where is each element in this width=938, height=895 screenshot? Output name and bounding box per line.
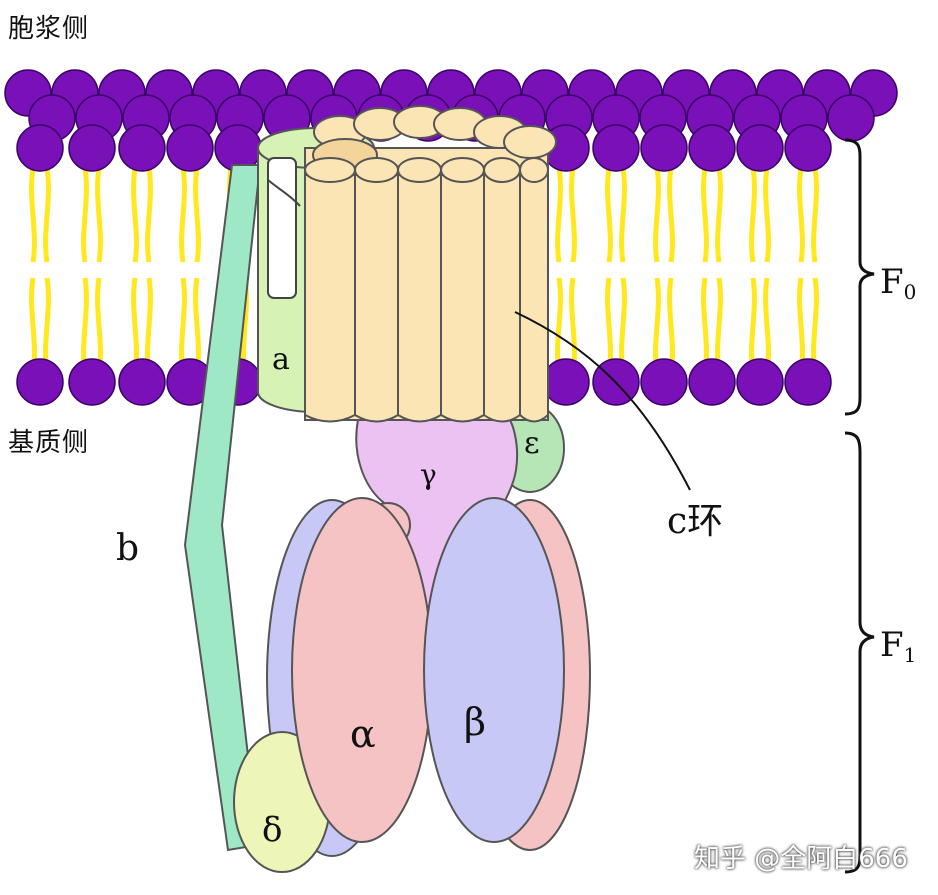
lipid-tail [749,167,757,263]
delta-label: δ [262,810,283,850]
beta-label: β [464,700,486,744]
lipid-head [68,358,116,406]
lipid-tail [653,167,661,263]
c-ring [304,105,557,423]
c-ring-column [354,174,399,423]
lipid-tail [29,167,37,263]
beta-subunit [423,497,565,843]
lipid-tail [667,277,675,373]
c-ring-pointer-line [514,311,691,491]
lipid-tail [179,167,187,263]
lipid-head [118,124,166,172]
lipid-tail [715,277,723,373]
lipid-head [16,124,64,172]
c-ring-column-top [440,157,485,183]
lipid-tail [131,277,139,373]
lipid-tail [555,167,563,263]
c-ring-column [304,174,356,423]
gamma-label: γ [420,458,437,491]
f1-brace [844,431,875,874]
f1-label-sub: 1 [903,643,917,667]
lipid-tail [701,277,709,373]
lipid-tail [145,167,153,263]
lipid-tail [81,167,89,263]
c-ring-top-subunit [503,125,557,159]
lipid-tail [619,277,627,373]
c-ring-column-top [354,157,399,183]
c-ring-column [483,174,521,423]
c-ring-column [397,174,442,423]
subunit-b-label: b [116,528,140,569]
lipid-head [640,124,688,172]
subunit-a-label: a [272,342,290,377]
lipid-tail [619,167,627,263]
c-ring-column-top [397,157,442,183]
lipid-tail [95,167,103,263]
lipid-tail [811,167,819,263]
matrix-side-label: 基质侧 [8,428,90,458]
lipid-tail [193,167,201,263]
lipid-head [166,124,214,172]
lipid-tail [569,277,577,373]
lipid-tail [667,167,675,263]
f0-label: F0 [880,262,916,304]
f1-label-main: F [880,625,904,665]
c-ring-column [519,174,549,423]
lipid-tail [701,167,709,263]
lipid-tail [763,167,771,263]
lipid-tail [797,167,805,263]
lipid-tail [569,167,577,263]
lipid-tail [43,167,51,263]
f1-label: F1 [880,625,916,667]
lipid-tail [81,277,89,373]
lipid-tail [763,277,771,373]
lipid-tail [653,277,661,373]
alpha-subunit [291,497,433,843]
lipid-tail [179,277,187,373]
watermark: 知乎 @全阿白666 [694,844,908,874]
c-ring-column-top [519,157,549,183]
lipid-tail [605,167,613,263]
lipid-head [784,358,832,406]
c-ring-column-top [483,157,521,183]
f0-label-main: F [880,262,904,302]
f0-label-sub: 0 [903,280,917,304]
lipid-head [542,358,590,406]
f0-brace [844,138,875,416]
epsilon-label: ε [524,426,540,461]
lipid-head [688,124,736,172]
lipid-tail [749,277,757,373]
lipid-tail [797,277,805,373]
lipid-head [68,124,116,172]
cytoplasm-side-label: 胞浆侧 [8,14,90,44]
lipid-head [736,124,784,172]
lipid-tail [43,277,51,373]
lipid-tail [605,277,613,373]
lipid-head [688,358,736,406]
lipid-tail [811,277,819,373]
lipid-tail [95,277,103,373]
alpha-label: α [350,712,376,756]
lipid-head [16,358,64,406]
lipid-head [784,124,832,172]
lipid-tail [29,277,37,373]
c-ring-column [440,174,485,423]
lipid-tail [145,277,153,373]
lipid-head [736,358,784,406]
lipid-tail [555,277,563,373]
lipid-tail [131,167,139,263]
lipid-head [640,358,688,406]
lipid-head [118,358,166,406]
c-ring-column-top [304,157,356,183]
lipid-head [827,94,875,142]
lipid-tail [715,167,723,263]
lipid-head [592,124,640,172]
b-stalk-subunit [183,164,262,852]
lipid-tail [193,277,201,373]
c-ring-label: c环 [667,501,724,542]
